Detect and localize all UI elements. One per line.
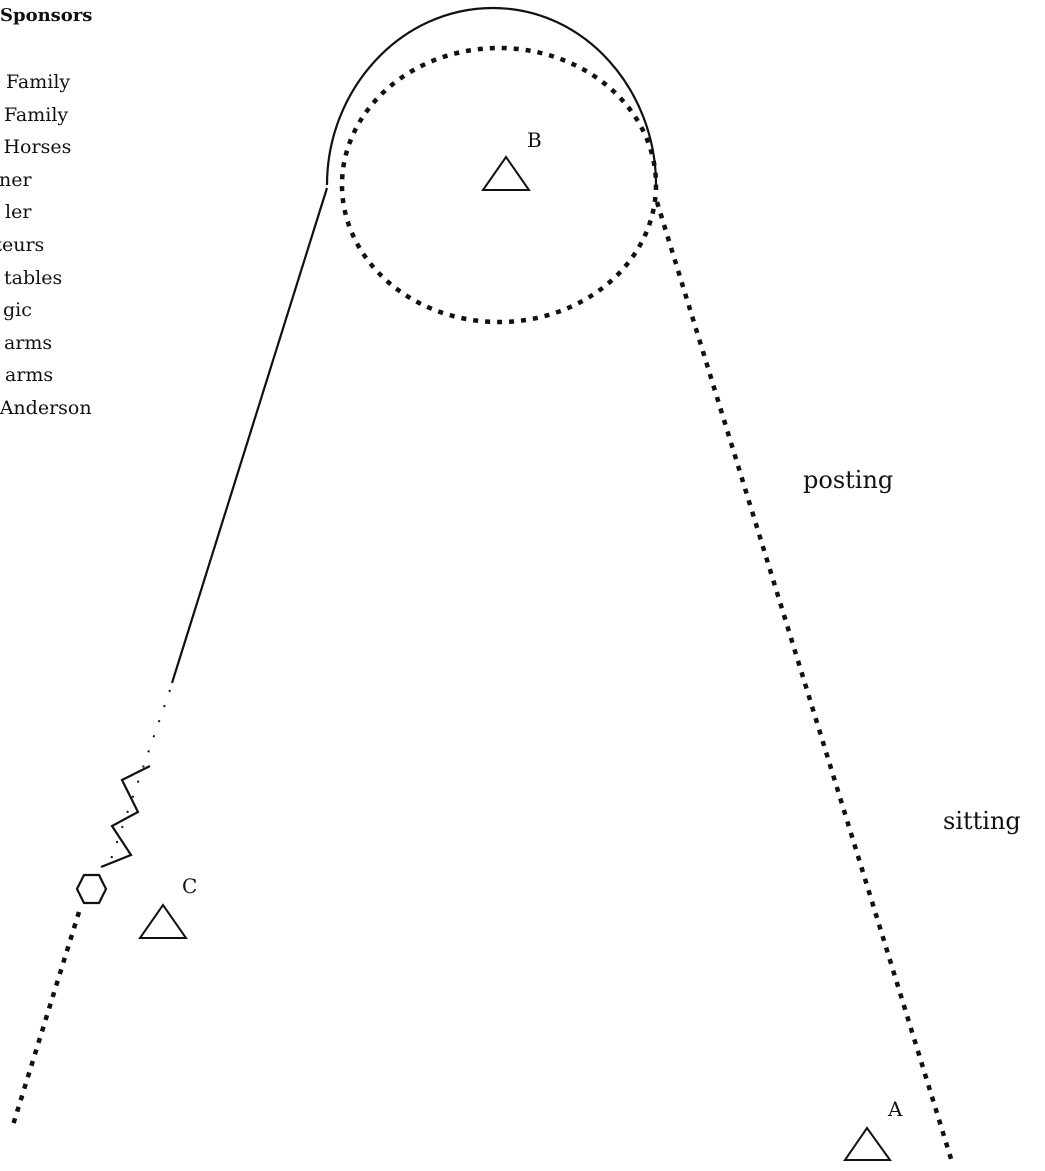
sponsor-item: gic (3, 299, 32, 322)
sponsor-item: on Anderson (0, 396, 92, 419)
sponsor-list: Family Family ance Horses ner ler mateur… (0, 66, 92, 425)
sponsor-item: arms (4, 331, 53, 354)
heavy-dotted-line-right (654, 201, 955, 1163)
marker-label-a: A (887, 1097, 903, 1121)
sponsor-item: ler (5, 201, 32, 224)
sponsor-item: ance Horses (0, 136, 72, 159)
triangle-marker-c (138, 903, 188, 939)
marker-label-c: C (182, 874, 197, 898)
solid-path-line (170, 187, 329, 684)
triangle-marker-a (843, 1126, 892, 1161)
sponsor-item: ner (0, 168, 32, 191)
solid-circle-arc (325, 6, 658, 186)
marker-label-b: B (527, 128, 542, 152)
sponsors-heading: Sponsors (0, 5, 93, 26)
sitting-label: sitting (943, 807, 1021, 835)
sponsor-item: Family (4, 103, 69, 126)
triangle-marker-b (481, 155, 531, 191)
sponsor-item: mateurs (0, 233, 45, 256)
heavy-dotted-line-left (10, 911, 82, 1126)
zigzag-transition (100, 765, 151, 869)
sponsor-item: Family (6, 71, 71, 93)
hexagon-marker (75, 873, 108, 905)
fine-dotted-line (107, 689, 171, 869)
sponsor-item: arms (5, 364, 54, 387)
sponsor-item: tables (4, 266, 63, 289)
dotted-circle (339, 45, 659, 325)
posting-label: posting (803, 466, 893, 494)
